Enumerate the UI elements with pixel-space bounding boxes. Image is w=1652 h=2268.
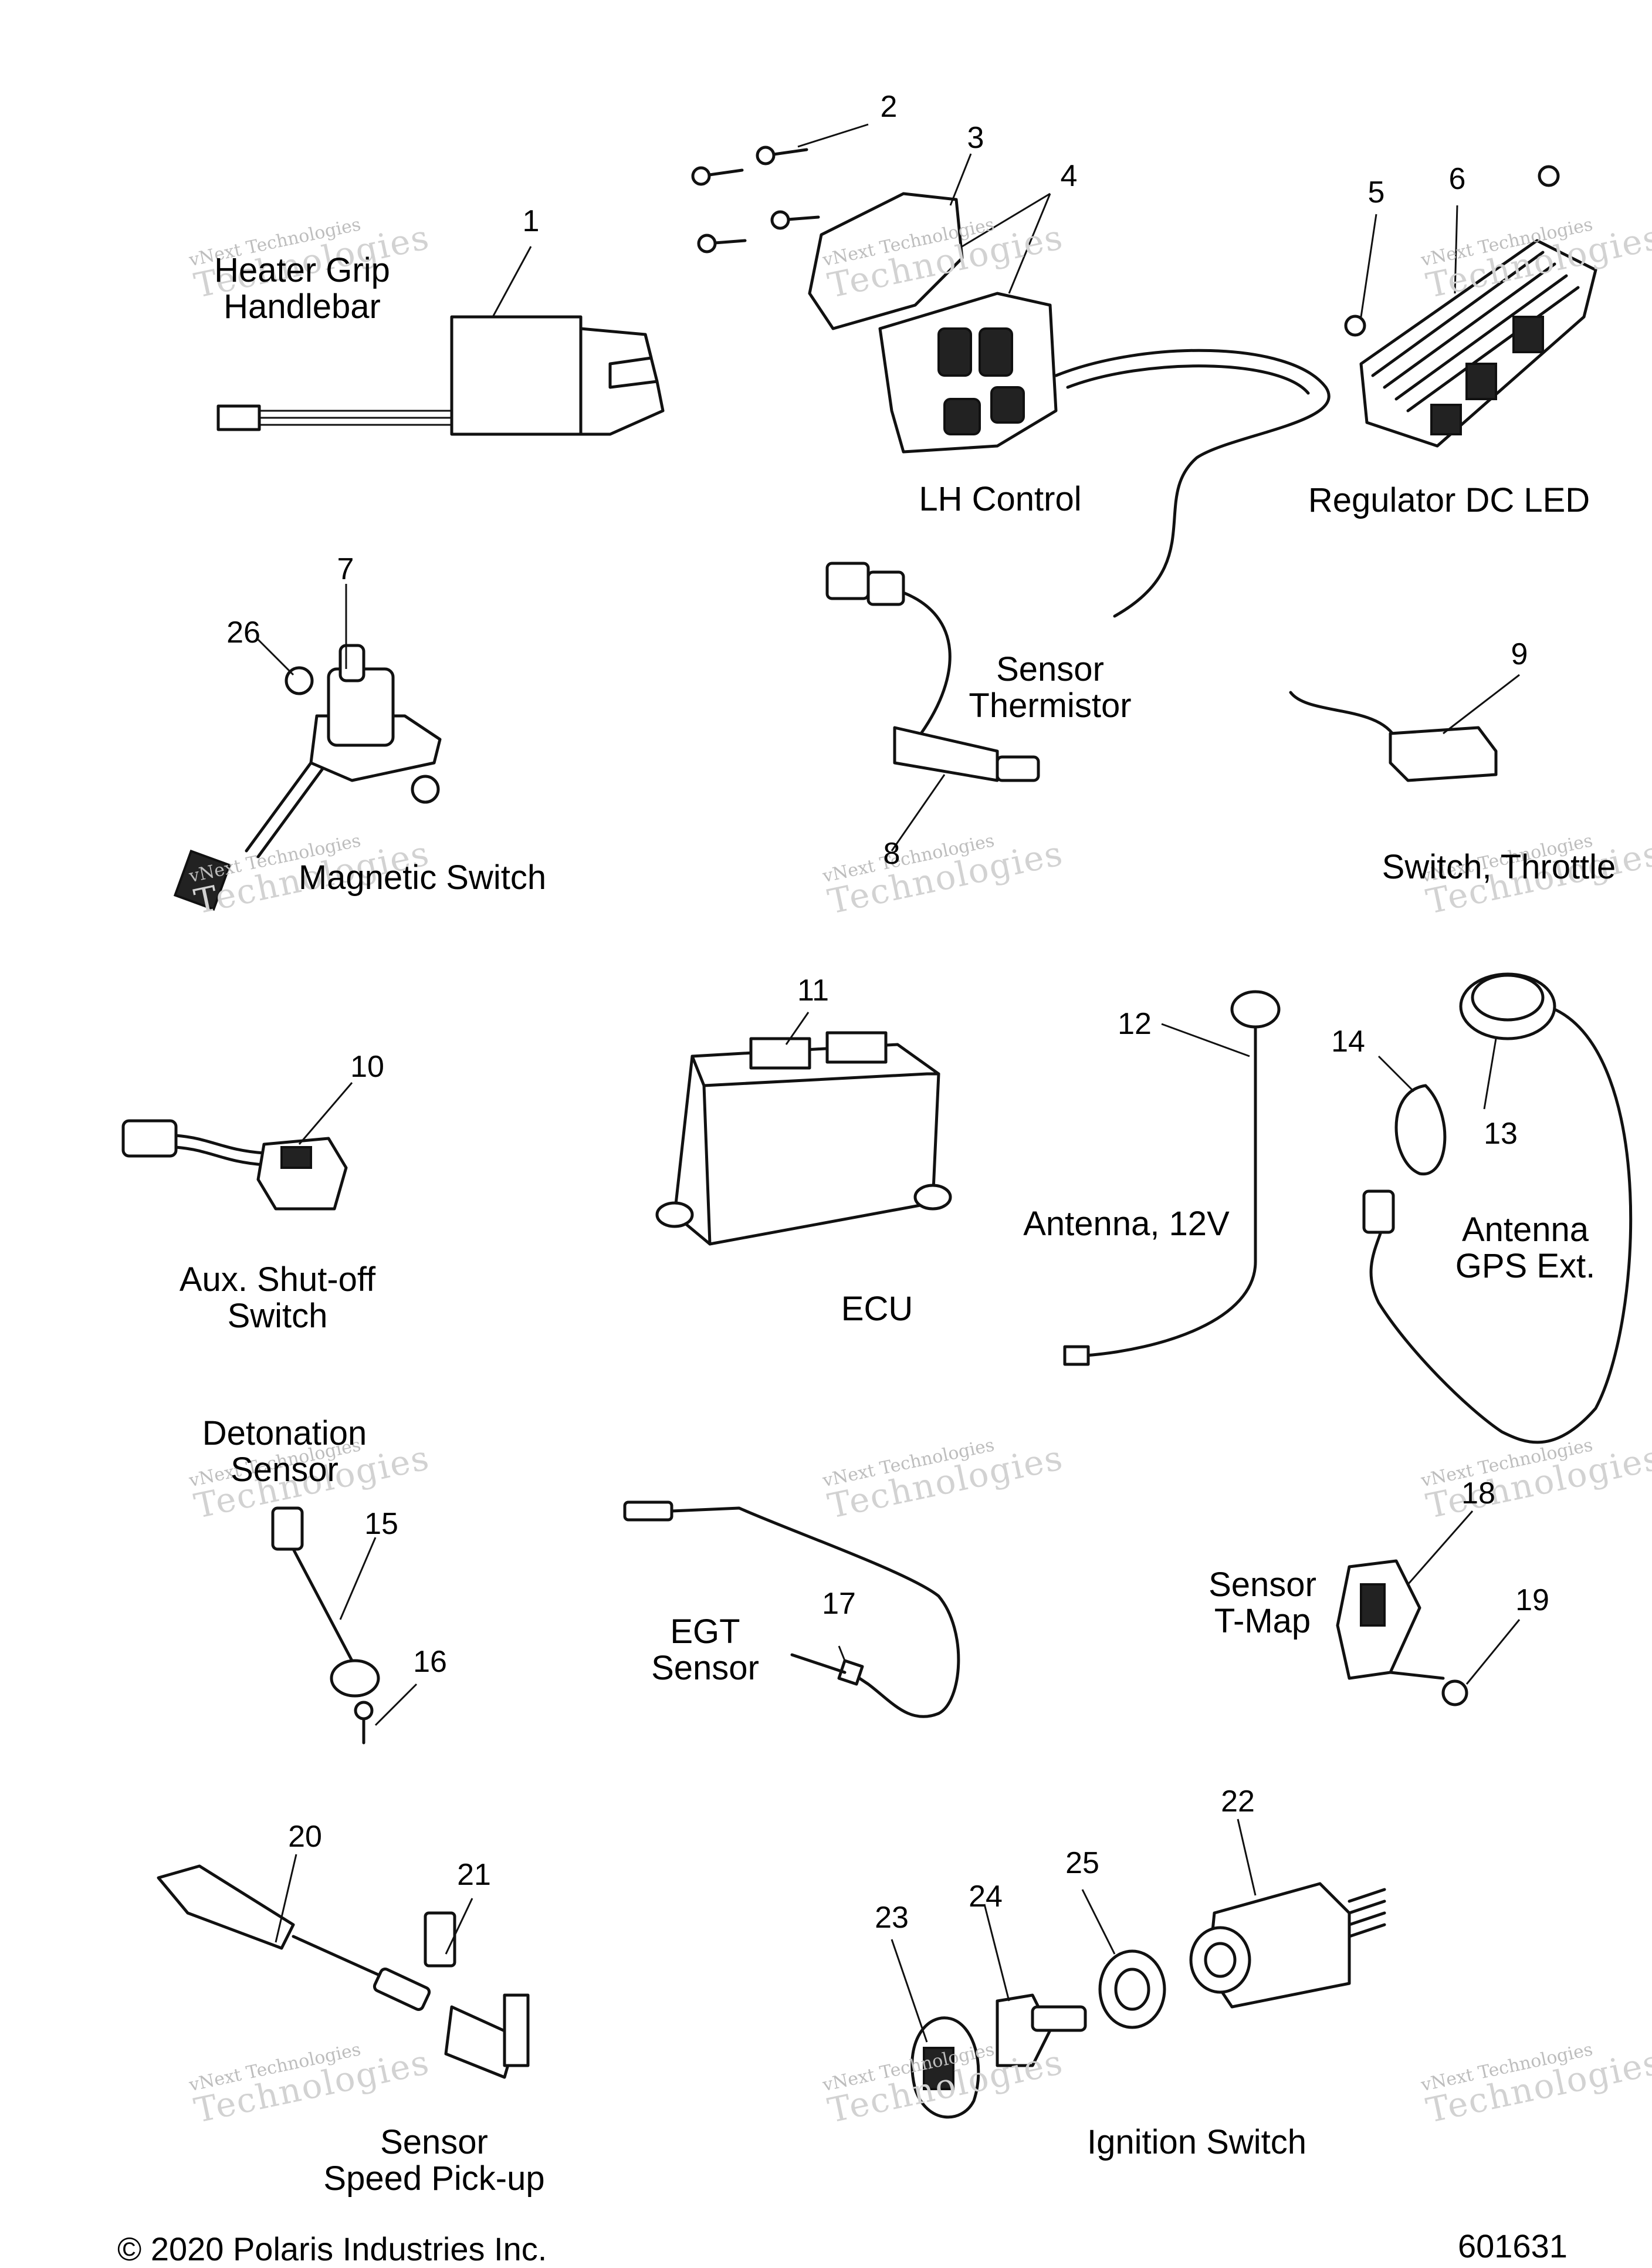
callout-17: 17 — [822, 1587, 856, 1621]
part-magnetic-switch — [173, 644, 442, 911]
part-antenna-12v — [1063, 990, 1281, 1366]
callout-12: 12 — [1118, 1007, 1152, 1041]
label-tmap: Sensor T-Map — [1208, 1566, 1316, 1640]
part-lh-control-screws — [691, 146, 820, 253]
callout-6: 6 — [1448, 162, 1466, 196]
part-ecu — [655, 1031, 952, 1246]
label-detonation: Detonation Sensor — [202, 1414, 367, 1489]
label-ecu: ECU — [841, 1290, 913, 1328]
label-sensor-thermistor: Sensor Thermistor — [969, 650, 1132, 725]
label-switch-throttle: Switch, Throttle — [1382, 848, 1616, 886]
callout-24: 24 — [969, 1880, 1003, 1914]
callout-19: 19 — [1515, 1583, 1549, 1617]
part-aux-shutoff-switch — [121, 1119, 348, 1211]
callout-23: 23 — [875, 1901, 909, 1935]
diagram-number: 601631 — [1458, 2228, 1568, 2264]
callout-7: 7 — [337, 552, 354, 586]
label-egt: EGT Sensor — [651, 1613, 759, 1687]
callout-18: 18 — [1461, 1476, 1495, 1510]
part-regulator — [1344, 165, 1597, 448]
label-antenna-gps: Antenna GPS Ext. — [1455, 1211, 1596, 1285]
callout-15: 15 — [364, 1507, 398, 1541]
callout-2: 2 — [880, 90, 898, 124]
part-throttle-switch — [1289, 691, 1498, 782]
label-aux-shutoff: Aux. Shut-off Switch — [179, 1260, 376, 1335]
callout-22: 22 — [1221, 1784, 1255, 1819]
callout-26: 26 — [226, 616, 260, 650]
label-regulator: Regulator DC LED — [1308, 481, 1590, 519]
callout-16: 16 — [413, 1645, 447, 1679]
part-detonation-sensor — [271, 1506, 380, 1745]
callout-5: 5 — [1367, 175, 1385, 209]
label-heater-grip: Heater Grip Handlebar — [214, 251, 390, 326]
callout-10: 10 — [350, 1050, 384, 1084]
part-ignition-switch — [910, 1882, 1386, 2119]
callout-13: 13 — [1484, 1117, 1518, 1151]
callout-9: 9 — [1511, 637, 1528, 671]
label-speed-pickup: Sensor Speed Pick-up — [323, 2123, 545, 2198]
part-lh-control-housing — [808, 192, 1331, 618]
copyright-text: © 2020 Polaris Industries Inc. — [117, 2230, 547, 2267]
label-magnetic-switch: Magnetic Switch — [298, 858, 547, 897]
part-egt-sensor — [623, 1500, 960, 1718]
label-ignition: Ignition Switch — [1087, 2123, 1306, 2161]
callout-11: 11 — [797, 974, 829, 1008]
callout-1: 1 — [522, 204, 540, 238]
callout-4: 4 — [1060, 159, 1078, 193]
callout-21: 21 — [457, 1858, 491, 1892]
part-tmap-sensor — [1336, 1559, 1468, 1706]
part-sensor-thermistor — [825, 562, 1040, 782]
callout-3: 3 — [967, 121, 984, 155]
label-antenna-12v: Antenna, 12V — [1023, 1205, 1230, 1243]
callout-14: 14 — [1331, 1025, 1365, 1059]
callout-8: 8 — [883, 837, 901, 871]
part-antenna-gps — [1362, 972, 1633, 1444]
part-heater-grip-connector — [216, 315, 665, 436]
label-lh-control: LH Control — [919, 480, 1082, 518]
part-speed-pickup — [157, 1864, 530, 2079]
callout-20: 20 — [288, 1820, 322, 1854]
callout-25: 25 — [1065, 1846, 1099, 1880]
leader-lines — [257, 123, 1521, 2043]
